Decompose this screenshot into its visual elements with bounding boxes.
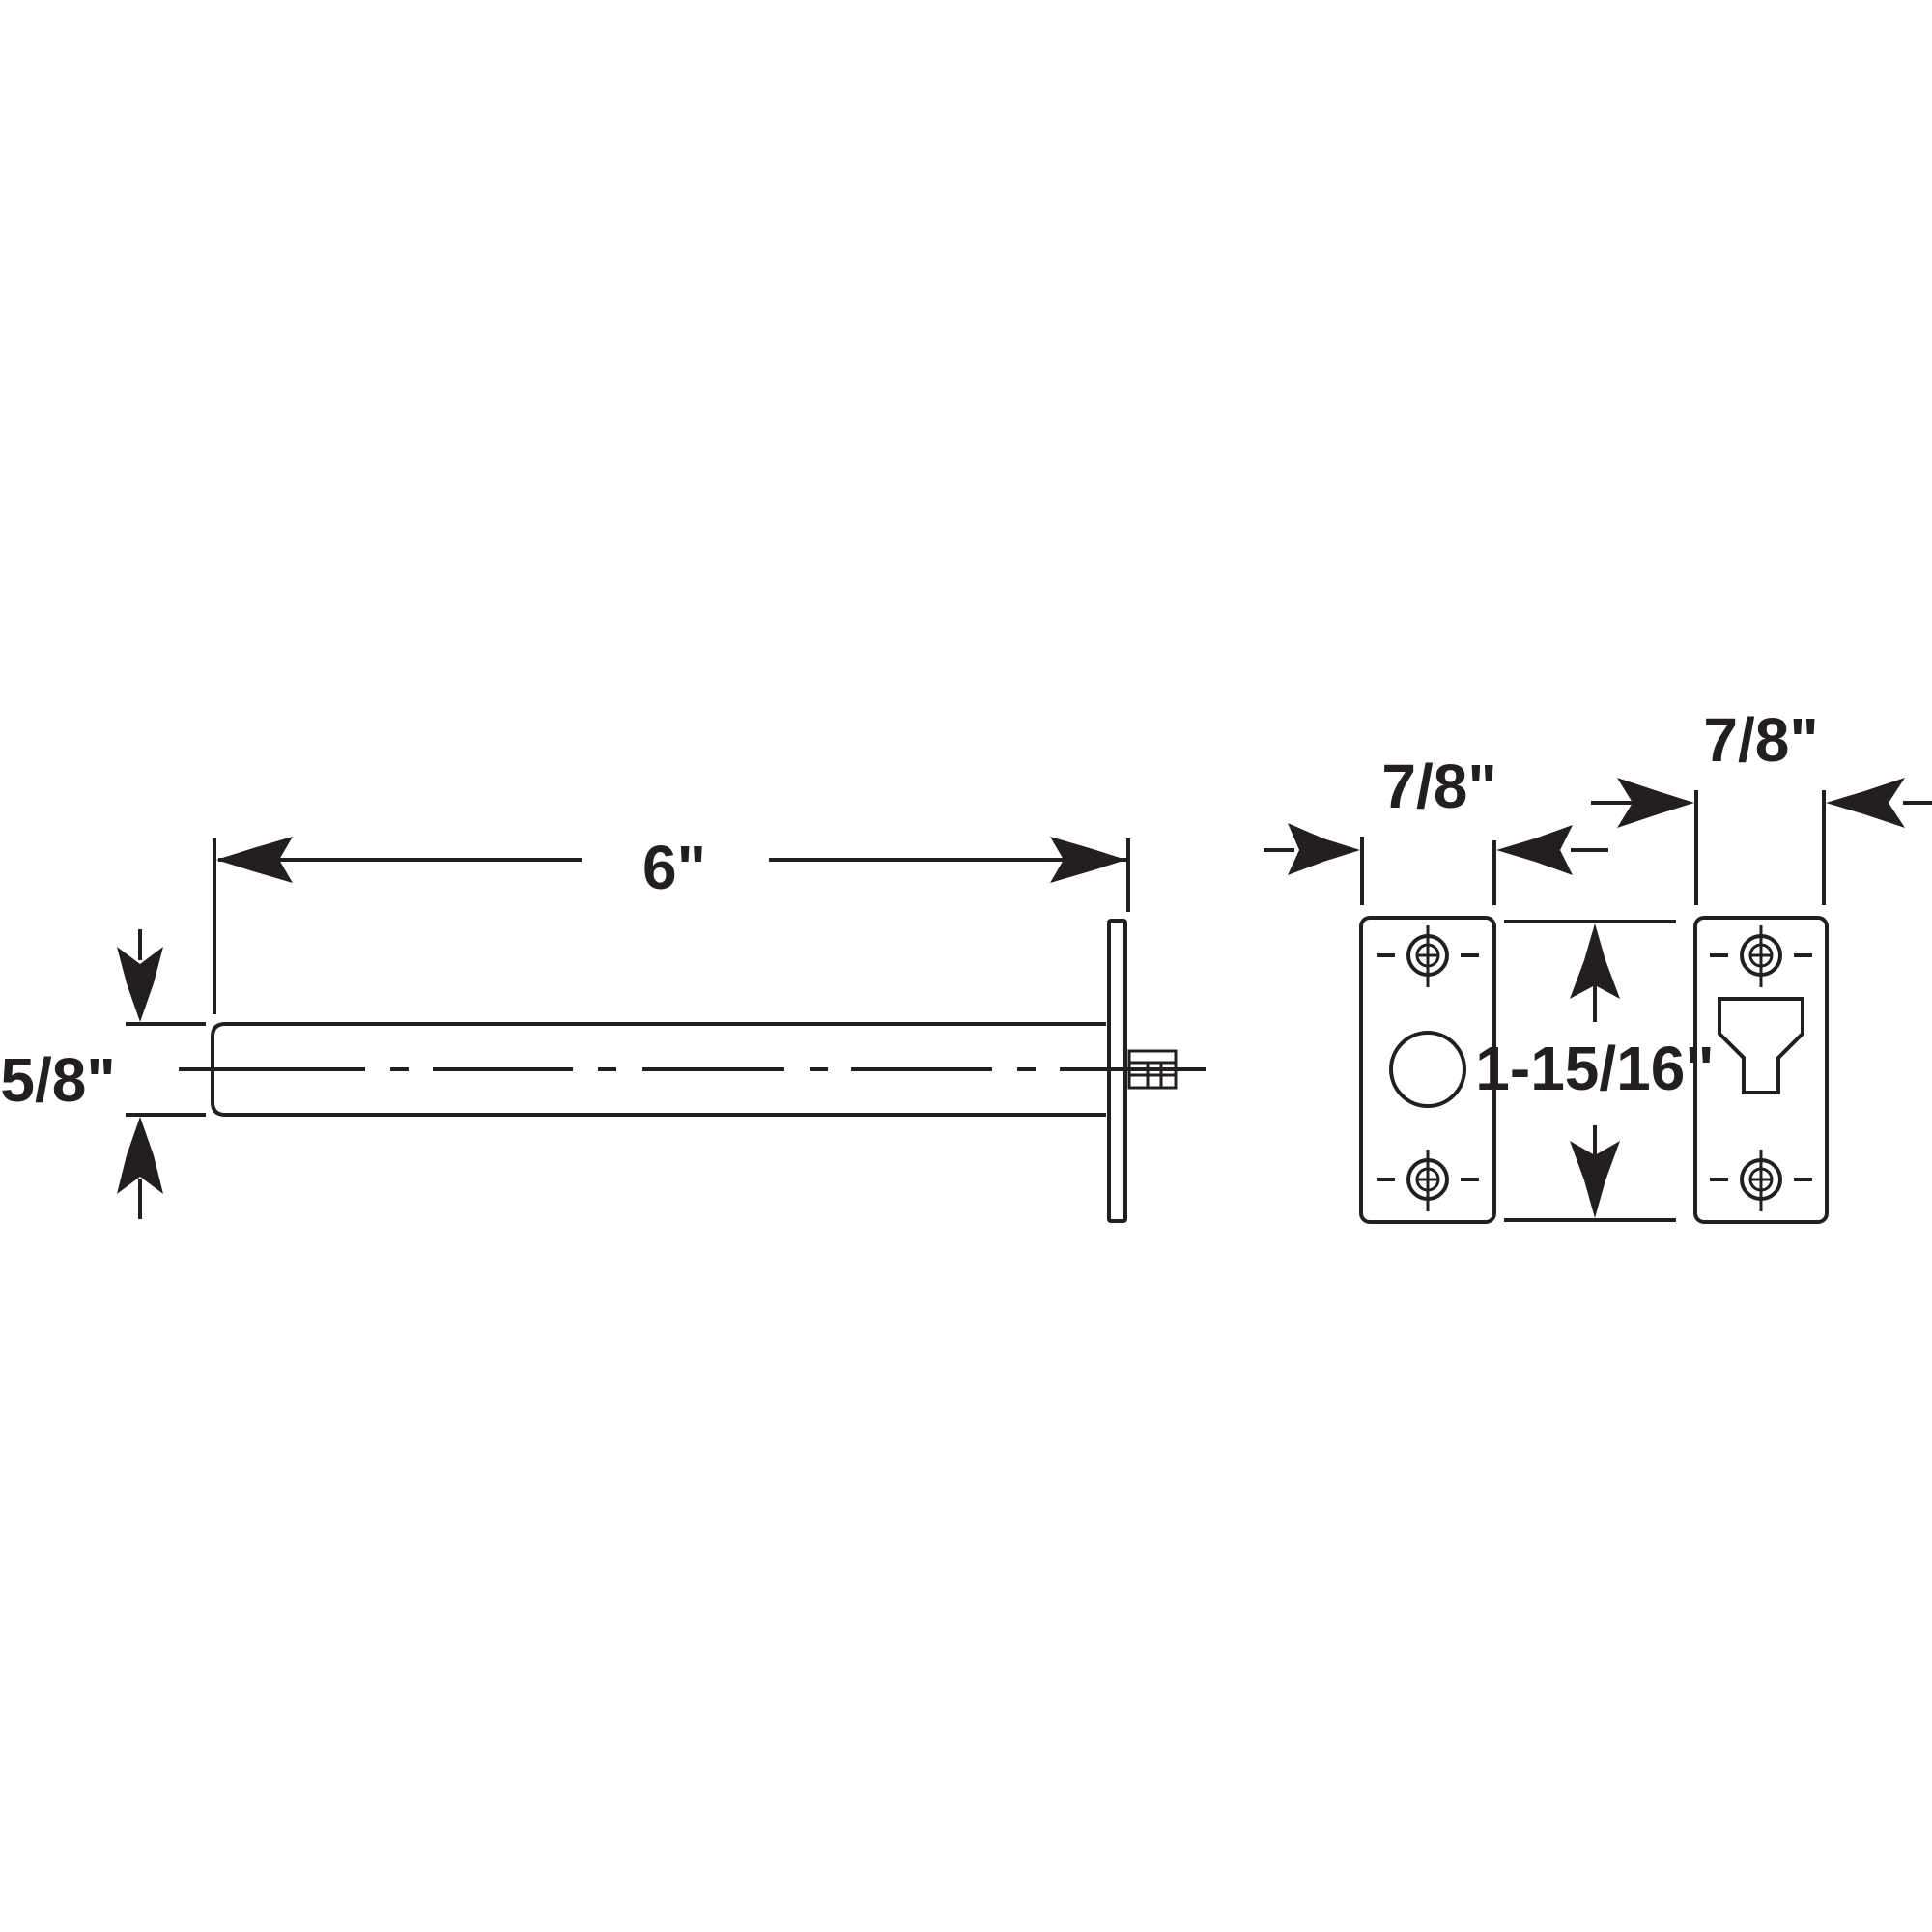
width-dimension-left-plate: 7/8" (1264, 752, 1608, 905)
arrow-left-icon (1496, 825, 1573, 875)
length-dimension: 6" (213, 833, 1130, 1014)
length-label: 6" (642, 833, 706, 902)
arrow-right-icon (1617, 778, 1694, 828)
keyhole-slot (1718, 997, 1804, 1094)
strike-plate-keyhole: 7/8" (1591, 705, 1932, 1224)
height-label: 1-15/16" (1475, 1034, 1714, 1103)
height-dimension: 1-15/16" (1475, 920, 1715, 1222)
screw-hole-icon (1710, 1150, 1812, 1211)
width-label: 7/8" (1703, 705, 1818, 775)
screw-hole-icon (1710, 925, 1812, 987)
round-hole (1389, 1031, 1466, 1108)
diameter-label: 5/8" (0, 1045, 115, 1115)
plate-outline (1693, 916, 1829, 1224)
strike-plate-round: 7/8" 1-15/16" (1264, 752, 1715, 1224)
arrow-right-icon (1050, 837, 1126, 883)
arrow-up-icon (1570, 923, 1620, 999)
screw-hole-icon (1377, 1150, 1479, 1211)
width-label: 7/8" (1381, 752, 1496, 821)
arrow-down-icon (1570, 1141, 1620, 1218)
arrow-left-icon (216, 837, 293, 883)
diameter-dimension: 5/8" (0, 929, 206, 1219)
plate-outline (1359, 916, 1496, 1224)
arrow-right-icon (1288, 823, 1360, 875)
side-view: 6" 5/8" (0, 833, 1206, 1223)
width-dimension-right-plate: 7/8" (1591, 705, 1932, 905)
arrow-left-icon (1826, 778, 1905, 828)
arrow-down-icon (117, 947, 163, 1022)
screw-hole-icon (1377, 925, 1479, 987)
arrow-up-icon (117, 1117, 163, 1194)
